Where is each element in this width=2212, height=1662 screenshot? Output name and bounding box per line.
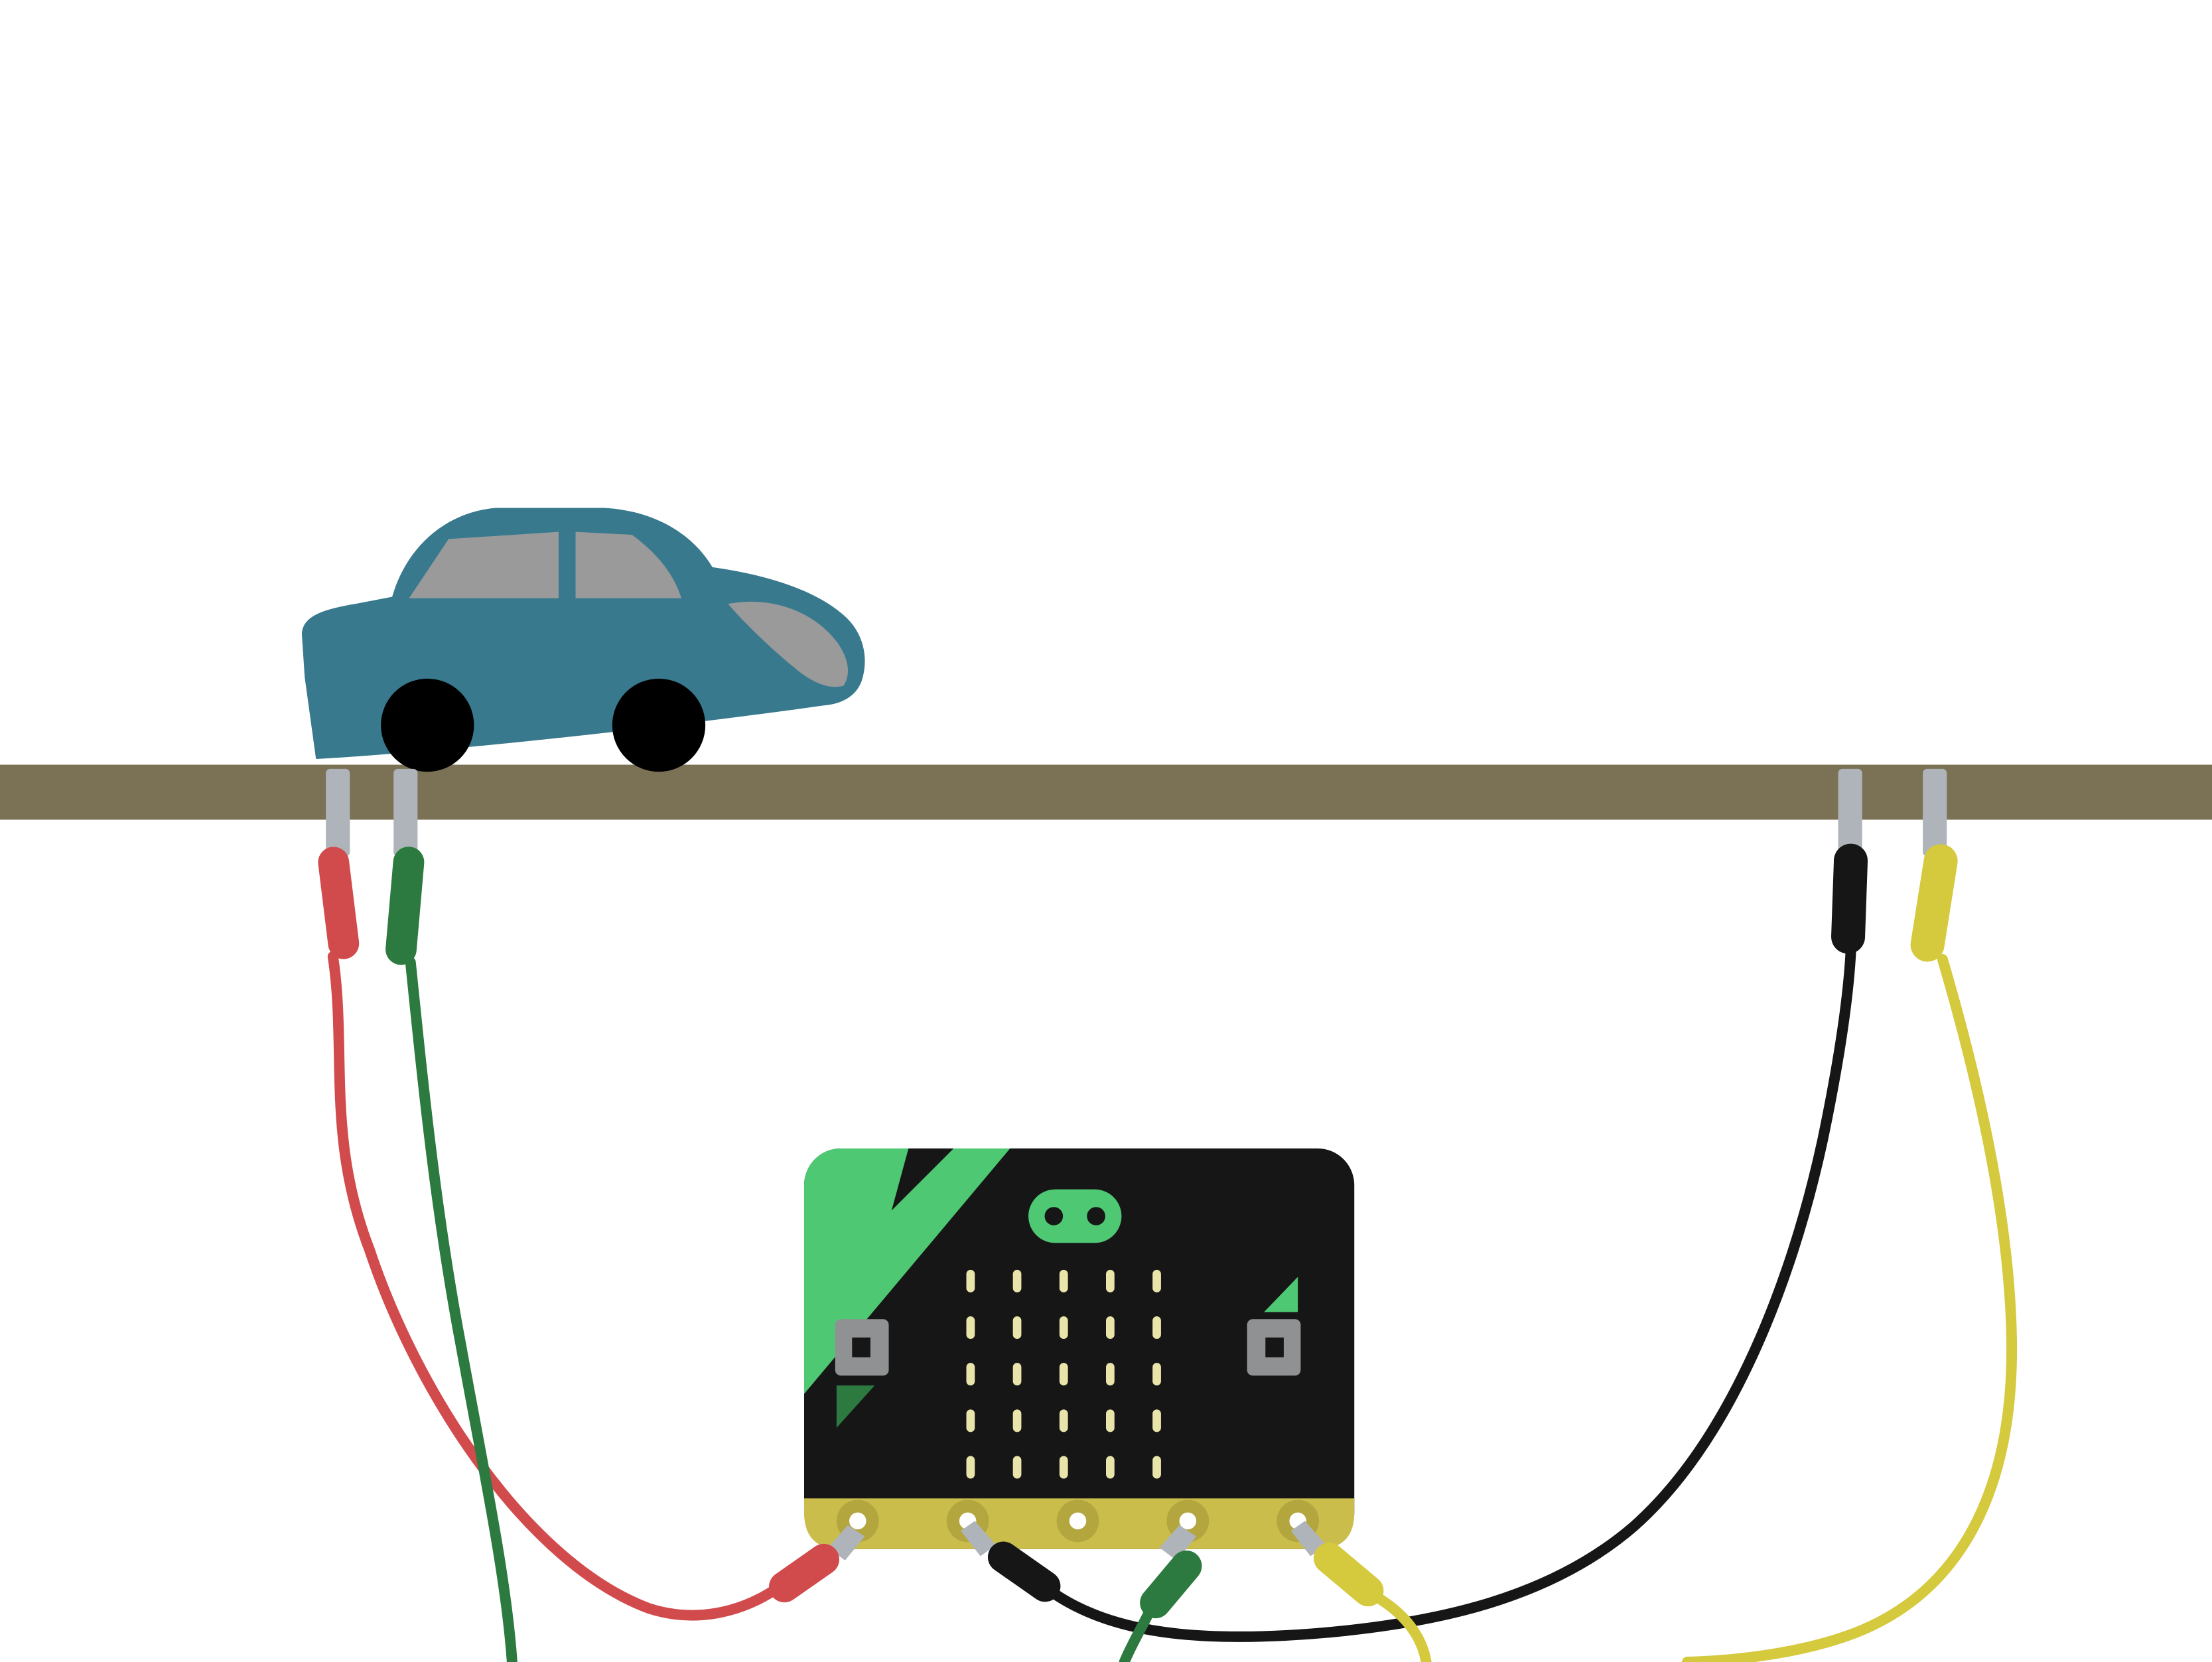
pin-hole [1179, 1512, 1197, 1530]
car-front-window [575, 531, 681, 598]
track-clip-green-sleeve [385, 847, 425, 965]
microbit-clips [768, 1521, 1384, 1619]
car-windshield [728, 601, 849, 687]
microbit-board [803, 1148, 1355, 1549]
logo-hole-left [1044, 1207, 1064, 1225]
car-rear-wheel [381, 678, 474, 772]
track-clip-black-jaw [1838, 768, 1862, 857]
button-a-dot [852, 1337, 870, 1357]
button-a [835, 1319, 889, 1376]
toy-car [302, 508, 865, 772]
wire-yellow-microbit [1371, 1592, 1432, 1662]
wire-yellow-right [1682, 954, 2018, 1662]
decoration-triangle-right [1264, 1277, 1298, 1312]
wire-red [327, 951, 780, 1621]
led-matrix [966, 1269, 1161, 1479]
microbit-clip-black-sleeve [987, 1541, 1061, 1602]
car-front-wheel [612, 678, 706, 772]
wire-green-microbit [1119, 1606, 1155, 1662]
microbit-clip-green-sleeve [1140, 1550, 1202, 1619]
wire-green-left [405, 957, 518, 1662]
pin-hole [1069, 1512, 1087, 1530]
microbit-clip-red-sleeve [768, 1543, 839, 1603]
logo-pill [1028, 1189, 1122, 1243]
wires [327, 945, 2018, 1662]
microbit-logo [1028, 1189, 1122, 1243]
track-clips [318, 768, 1958, 965]
track-clip-yellow-sleeve [1910, 844, 1958, 962]
track-clip-yellow-jaw [1923, 768, 1947, 857]
track-clip-green-jaw [393, 768, 418, 857]
microbit-clip-yellow-sleeve [1314, 1543, 1384, 1607]
pin-hole [849, 1512, 866, 1530]
microbit-clip-red-jaw [828, 1525, 865, 1560]
microbit-clip-black-jaw [960, 1521, 997, 1557]
track-clip-red-jaw [326, 768, 350, 857]
car-rear-window [409, 531, 559, 598]
logo-hole-right [1087, 1207, 1105, 1225]
decoration-triangle-left [836, 1385, 875, 1428]
edge-pin-3 [1056, 1499, 1099, 1543]
track-clip-red-sleeve [318, 847, 360, 959]
wire-black [1050, 945, 1856, 1642]
microbit-body [803, 1148, 1355, 1549]
track-clip-black-sleeve [1831, 843, 1868, 954]
button-b [1247, 1319, 1301, 1376]
microbit-clip-yellow-jaw [1290, 1521, 1326, 1557]
microbit-clip-green-jaw [1159, 1525, 1197, 1560]
button-b-dot [1265, 1337, 1284, 1357]
